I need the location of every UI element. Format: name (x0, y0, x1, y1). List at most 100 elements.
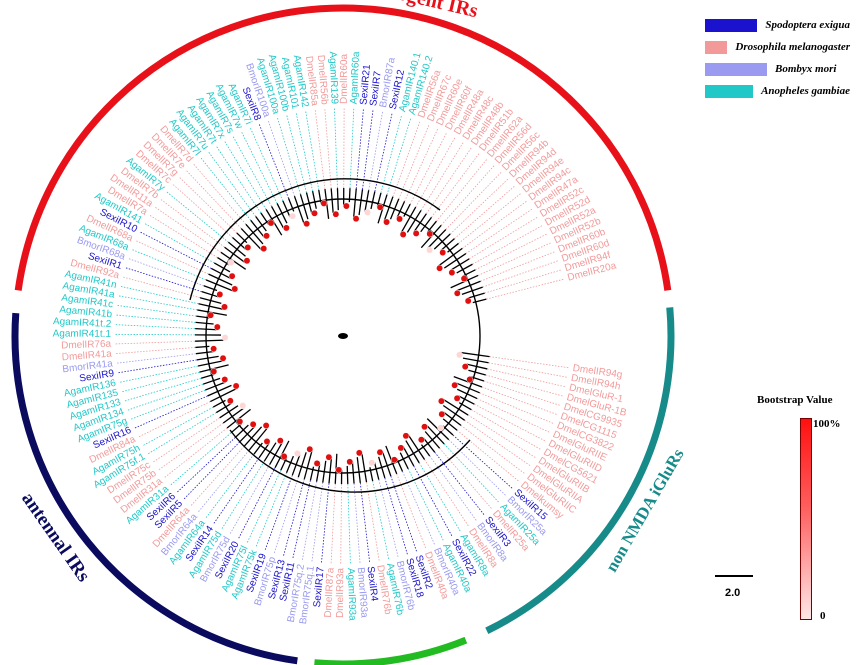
bootstrap-node (231, 285, 239, 293)
terminal-branch (224, 246, 246, 264)
terminal-branch (195, 350, 215, 355)
terminal-branch (239, 425, 256, 443)
terminal-branch (442, 425, 454, 436)
leaf-connector (378, 479, 399, 558)
leaf-connector (152, 417, 220, 463)
terminal-branch (352, 188, 357, 219)
leaf-connector (445, 171, 502, 230)
bootstrap-node (293, 450, 301, 457)
terminal-branch (207, 384, 232, 397)
bootstrap-node (239, 402, 247, 410)
bootstrap-node (227, 259, 235, 267)
leaf-connector (489, 356, 569, 369)
terminal-branch (199, 297, 222, 305)
terminal-branch (369, 467, 374, 482)
leaf-connector (452, 434, 513, 489)
leaf-connector (197, 450, 250, 513)
leaf-connector (440, 165, 495, 226)
leaf-connector (311, 482, 324, 562)
bootstrap-node (213, 323, 221, 331)
legend-swatch (705, 84, 754, 98)
bootstrap-node (221, 334, 229, 342)
terminal-branch (299, 194, 309, 220)
leaf-connector (135, 240, 209, 275)
leaf-connector (118, 295, 198, 311)
terminal-branch (260, 212, 270, 225)
terminal-branch (443, 411, 462, 426)
leaf-connector (115, 314, 196, 323)
leaf-connector (384, 477, 408, 555)
leaf-connector (117, 359, 198, 374)
terminal-branch (433, 233, 451, 250)
leaf-connector (409, 132, 447, 205)
terminal-branch (396, 458, 404, 472)
terminal-branch (330, 188, 334, 215)
terminal-branch (455, 382, 480, 394)
bootstrap-max-label: 100% (813, 418, 841, 430)
leaf-connector (431, 152, 480, 218)
leaf-label: AgamIR93a (345, 568, 358, 622)
bootstrap-node (399, 231, 407, 238)
terminal-branch (305, 192, 313, 215)
leaf-label: DmelIR60a (339, 54, 350, 105)
bootstrap-node (263, 232, 270, 240)
terminal-branch (442, 418, 458, 431)
terminal-branch (212, 399, 226, 408)
terminal-branch (358, 189, 364, 216)
leaf-connector (144, 223, 215, 264)
terminal-branch (196, 315, 211, 319)
backbone-inner-arc (205, 198, 481, 474)
leaf-connector (241, 131, 278, 204)
bootstrap-node (451, 381, 459, 389)
backbone-lower-arc (229, 429, 471, 493)
leaf-connector (232, 136, 272, 207)
terminal-branch (196, 355, 219, 361)
leaf-connector (166, 191, 229, 243)
leaf-connector (321, 483, 330, 564)
terminal-branch (402, 446, 415, 467)
leaf-connector (127, 383, 204, 411)
leaf-connector (286, 114, 307, 193)
leaf-connector (134, 395, 208, 429)
terminal-branch (420, 216, 432, 233)
leaf-connector (205, 453, 255, 519)
bootstrap-node (244, 244, 252, 251)
terminal-branch (230, 423, 243, 434)
leaf-connector (374, 113, 393, 192)
terminal-branch (201, 291, 220, 298)
leaf-connector (392, 121, 421, 197)
leaf-connector (117, 304, 197, 317)
terminal-branch (200, 373, 215, 379)
leaf-connector (172, 183, 233, 238)
bootstrap-node (376, 448, 384, 456)
terminal-branch (346, 465, 349, 484)
leaf-connector (121, 371, 200, 393)
leaf-connector (420, 142, 464, 211)
legend-label: Drosophila melanogaster (735, 41, 850, 53)
leaf-connector (436, 158, 488, 222)
terminal-branch (405, 440, 420, 464)
leaf-connector (216, 146, 262, 214)
terminal-branch (389, 198, 400, 220)
leaf-connector (122, 276, 201, 299)
terminal-branch (373, 461, 380, 480)
bootstrap-node (236, 418, 244, 425)
leaf-connector (158, 422, 224, 471)
leaf-connector (340, 483, 342, 564)
leaf-connector (467, 414, 536, 459)
terminal-branch (311, 191, 317, 209)
leaf-connector (120, 285, 199, 305)
leaf-connector (480, 251, 555, 282)
leaf-connector (368, 111, 383, 191)
leaf-connector (277, 117, 301, 195)
bootstrap-gradient-bar (800, 418, 812, 620)
bootstrap-node (438, 410, 446, 418)
terminal-branch (293, 195, 305, 225)
group-arc (11, 312, 298, 665)
leaf-connector (128, 258, 204, 287)
terminal-branch (381, 451, 392, 477)
bootstrap-node (464, 297, 472, 305)
terminal-branch (287, 198, 295, 212)
bootstrap-node (228, 272, 236, 280)
leaf-connector (258, 123, 289, 199)
